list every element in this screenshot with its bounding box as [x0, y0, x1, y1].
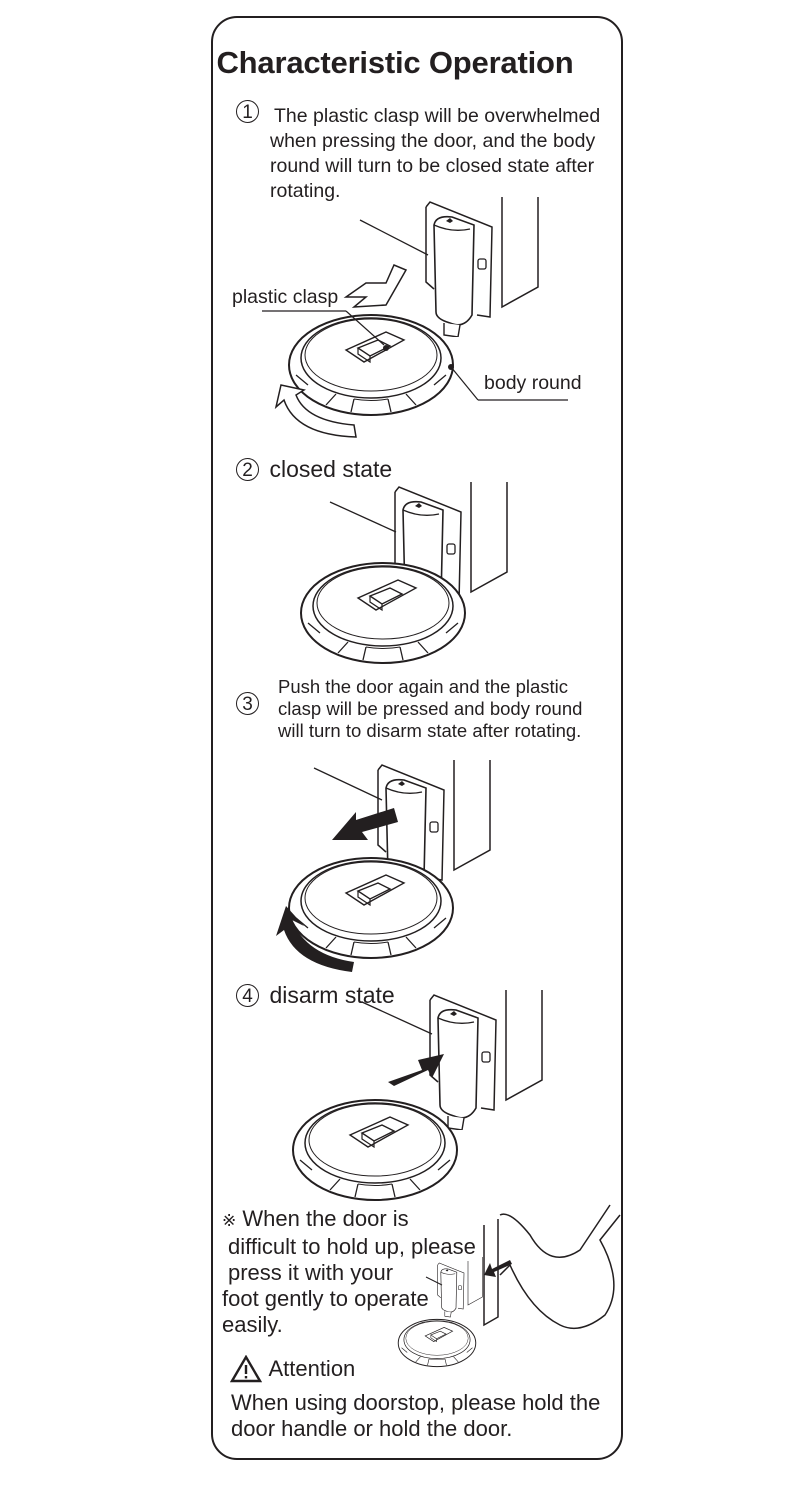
body-round-label: body round	[484, 372, 582, 394]
step-2: 2 closed state	[236, 456, 392, 483]
attention-line: When using doorstop, please hold the	[231, 1390, 601, 1415]
door-leader-line	[359, 219, 429, 256]
step-1-line: round will turn to be closed state after	[270, 155, 595, 177]
foot-press-illustration	[397, 1204, 621, 1368]
step-3-illustration	[276, 760, 491, 972]
rotation-arrow-outline-icon	[274, 384, 357, 438]
step-number-4: 4	[236, 984, 259, 1007]
push-arrow-solid-icon	[484, 1260, 512, 1277]
step-number-1: 1	[236, 100, 259, 123]
step-3-line: will turn to disarm state after rotating…	[278, 720, 582, 741]
instruction-card-frame	[211, 16, 623, 1460]
attention-text: When using doorstop, please hold the doo…	[231, 1390, 600, 1442]
attention-line: door handle or hold the door.	[231, 1416, 513, 1441]
plastic-clasp-label: plastic clasp	[232, 286, 339, 308]
note-line: difficult to hold up, please	[228, 1234, 476, 1259]
note-line: foot gently to operate	[222, 1286, 429, 1311]
step-1-line: when pressing the door, and the body	[270, 130, 596, 152]
push-arrow-solid-icon	[388, 1054, 444, 1086]
step-1-text: The plastic clasp will be overwhelmed wh…	[270, 104, 600, 204]
step-1: 1	[236, 100, 259, 123]
step-1-line: The plastic clasp will be overwhelmed	[274, 105, 601, 127]
step-2-illustration	[299, 482, 508, 665]
step-3: 3	[236, 692, 259, 715]
step-2-label: closed state	[269, 456, 393, 482]
step-4-label: disarm state	[269, 982, 395, 1008]
attention-label: Attention	[268, 1356, 356, 1381]
step-4-illustration	[291, 990, 543, 1202]
step-4: 4 disarm state	[236, 982, 395, 1009]
step-number-2: 2	[236, 458, 259, 481]
step-3-text: Push the door again and the plastic clas…	[278, 676, 582, 742]
step-3-line: Push the door again and the plastic	[278, 676, 569, 697]
foot-outline	[499, 1204, 621, 1330]
warning-triangle-icon	[229, 1354, 263, 1383]
reference-mark-icon: ※	[222, 1211, 237, 1230]
step-number-3: 3	[236, 692, 259, 715]
step-1-illustration	[262, 197, 568, 438]
page-title: Characteristic Operation	[216, 45, 574, 80]
attention-heading: Attention	[229, 1354, 356, 1383]
note-line: ※ When the door is	[222, 1206, 476, 1234]
note-line-text: When the door is	[242, 1206, 409, 1231]
note-line: press it with your	[228, 1260, 394, 1285]
step-3-line: clasp will be pressed and body round	[278, 698, 583, 719]
step-1-line: rotating.	[270, 180, 341, 202]
push-arrow-outline-icon	[343, 264, 408, 308]
push-arrow-solid-icon	[332, 808, 398, 840]
foot-note: ※ When the door is difficult to hold up,…	[222, 1206, 476, 1338]
note-line: easily.	[222, 1312, 283, 1337]
